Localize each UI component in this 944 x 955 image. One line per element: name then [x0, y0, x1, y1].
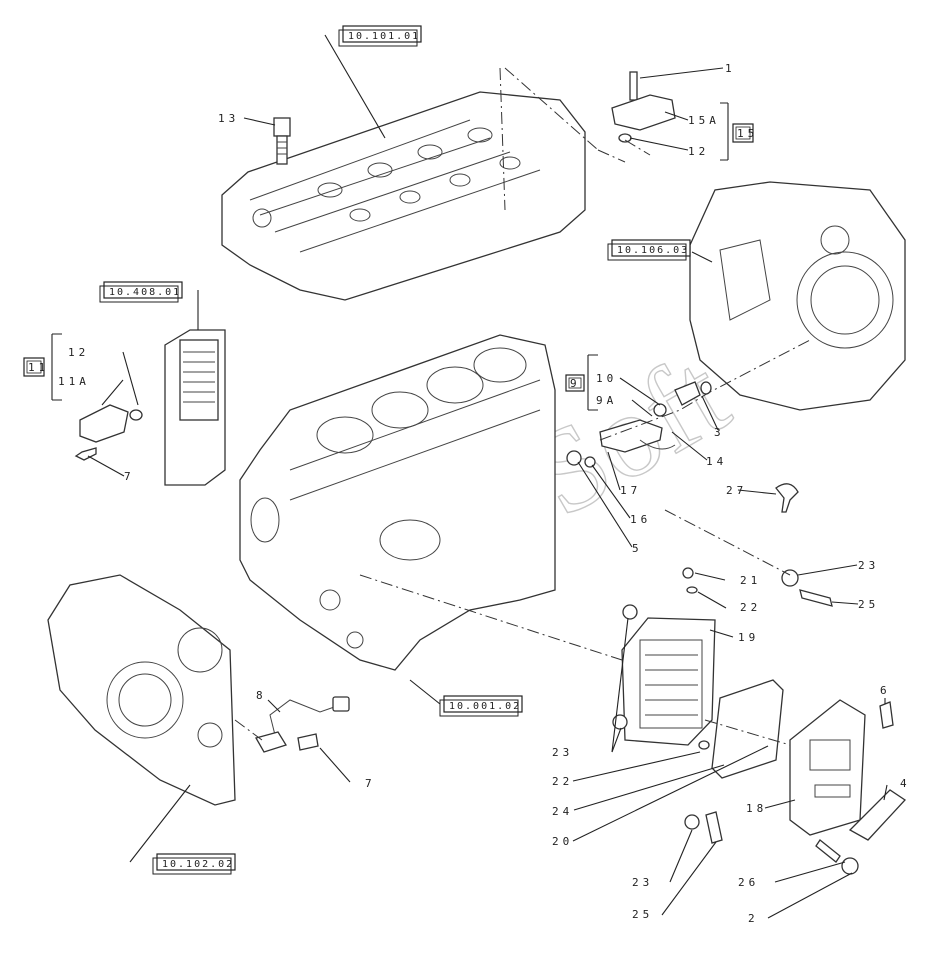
ecu-housing-19	[621, 617, 716, 746]
callout-20: 20	[552, 835, 573, 848]
ref-flywheel-housing-text: 10.106.03	[617, 245, 689, 256]
callout-7b: 7	[365, 777, 376, 790]
group-label-11: 11	[28, 361, 49, 374]
callout-25a: 25	[858, 598, 879, 611]
speed-sensor-8	[255, 696, 350, 753]
ecu-18	[789, 699, 866, 836]
group-box-15: 15	[732, 123, 758, 143]
flywheel-housing	[689, 181, 906, 411]
leader-lines	[51, 34, 888, 919]
callout-21: 21	[740, 574, 761, 587]
callout-22b: 22	[552, 775, 573, 788]
cylinder-head	[221, 91, 586, 301]
callout-1: 1	[725, 62, 736, 75]
callout-23c: 23	[632, 876, 653, 889]
center-lines	[234, 67, 811, 746]
callout-6: 6	[880, 684, 891, 697]
ref-cylinder-head[interactable]: 10.101.01	[338, 25, 422, 47]
pressure-sensor-15a	[611, 71, 676, 143]
group-box-9: 9	[565, 374, 585, 392]
oil-cooler	[164, 329, 226, 486]
callout-25b: 25	[632, 908, 653, 921]
callout-3: 3	[714, 426, 725, 439]
ref-timing-cover[interactable]: 10.102.02	[152, 853, 236, 875]
callout-11a: 11A	[58, 375, 90, 388]
clip-27	[775, 483, 799, 513]
pressure-sensor-11a	[74, 404, 143, 461]
group-label-15: 15	[737, 127, 758, 140]
ref-engine-block[interactable]: 10.001.02	[439, 695, 523, 717]
fasteners	[612, 567, 894, 875]
callout-23b: 23	[552, 746, 573, 759]
callout-4: 4	[900, 777, 911, 790]
ref-oil-cooler-text: 10.408.01	[109, 287, 181, 298]
group-label-9: 9	[570, 377, 581, 390]
callout-23a: 23	[858, 559, 879, 572]
callout-18: 18	[746, 802, 767, 815]
sensor-group-9-parts	[566, 381, 712, 468]
callout-26: 26	[738, 876, 759, 889]
cover-4	[848, 789, 906, 841]
temperature-sensor-13	[273, 117, 291, 165]
callout-19: 19	[738, 631, 759, 644]
ref-timing-cover-text: 10.102.02	[162, 859, 234, 870]
callouts: 1 15A 12 13 12 11A 7 10 9A 3 14 17 16 5 …	[58, 62, 911, 925]
callout-22a: 22	[740, 601, 761, 614]
ref-flywheel-housing[interactable]: 10.106.03	[607, 239, 691, 261]
callout-16: 16	[630, 513, 651, 526]
callout-5: 5	[632, 542, 643, 555]
callout-7a: 7	[124, 470, 135, 483]
engine-block	[239, 334, 556, 671]
callout-15a: 15A	[688, 114, 720, 127]
callout-27: 27	[726, 484, 747, 497]
timing-cover	[47, 574, 236, 806]
group-box-11: 11	[23, 357, 49, 377]
callout-13: 13	[218, 112, 239, 125]
callout-24: 24	[552, 805, 573, 818]
callout-12a: 12	[68, 346, 89, 359]
ref-cylinder-head-text: 10.101.01	[348, 31, 420, 42]
callout-2: 2	[748, 912, 759, 925]
callout-14: 14	[706, 455, 727, 468]
gasket-20	[711, 679, 784, 779]
ref-engine-block-text: 10.001.02	[449, 701, 521, 712]
ref-oil-cooler[interactable]: 10.408.01	[99, 281, 183, 303]
callout-9a: 9A	[596, 394, 617, 407]
callout-10: 10	[596, 372, 617, 385]
callout-17: 17	[620, 484, 641, 497]
callout-12b: 12	[688, 145, 709, 158]
callout-8: 8	[256, 689, 267, 702]
